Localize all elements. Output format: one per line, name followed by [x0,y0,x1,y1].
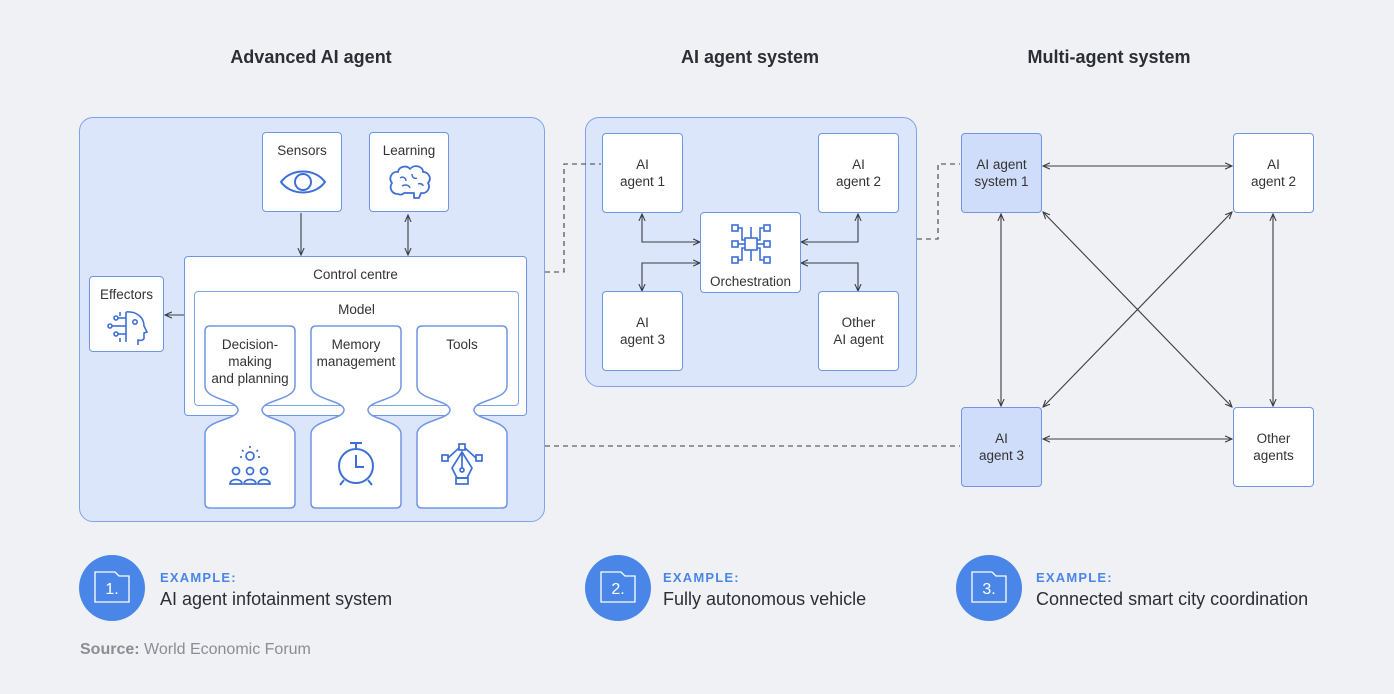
example-1-kicker: EXAMPLE: [160,570,237,585]
decision-making-shape [204,325,296,509]
folder-icon [600,571,636,603]
system-agent-2-label: AI agent 2 [835,157,882,189]
decision-making-label: Decision- making and planning [211,337,289,386]
heading-ai-agent-system: AI agent system [680,47,820,67]
example-1-text: AI agent infotainment system [160,589,393,609]
source-label: Source: [80,641,140,658]
dashed-link-system1 [917,163,960,240]
pen-tool-icon [441,443,483,485]
agent2-agent3-arrow [1043,212,1232,407]
multi-other-agents-box: Other agents [1233,407,1314,487]
multi-agent-3-label: AI agent 3 [978,431,1025,463]
learning-label: Learning [382,143,436,158]
example-2-badge: 2. [585,555,651,621]
multi-agent-2-box: AI agent 2 [1233,133,1314,213]
system-other-agent-label: Other AI agent [833,315,884,347]
example-2-number: 2. [611,581,625,598]
example-1-badge: 1. [79,555,145,621]
system-agent-3-label: AI agent 3 [619,315,666,347]
example-3-badge: 3. [956,555,1022,621]
agent1-orchestration-arrow [642,214,700,242]
system-agent-2-box: AI agent 2 [818,133,899,213]
folder-icon [971,571,1007,603]
dashed-link-agent1 [545,163,601,273]
control-centre-label: Control centre [313,267,398,282]
chip-network-icon [731,224,771,264]
robot-head-icon [107,311,149,345]
eye-icon [279,170,327,194]
learning-box: Learning [369,132,449,212]
source-text: World Economic Forum [139,641,311,658]
folder-icon [94,571,130,603]
heading-advanced-ai-agent: Advanced AI agent [230,47,392,67]
example-3-number: 3. [982,581,996,598]
model-label: Model [338,302,375,317]
example-3-text: Connected smart city coordination [1036,589,1309,609]
example-2-kicker: EXAMPLE: [663,570,740,585]
effectors-box: Effectors [89,276,164,352]
sensors-box: Sensors [262,132,342,212]
effectors-label: Effectors [99,287,154,302]
example-2-text: Fully autonomous vehicle [663,589,867,609]
heading-multi-agent-system: Multi-agent system [1027,47,1191,67]
multi-other-agents-label: Other agents [1253,431,1294,463]
system-agent-1-box: AI agent 1 [602,133,683,213]
system-other-agent-box: Other AI agent [818,291,899,371]
orchestration-label: Orchestration [709,274,792,289]
agent3-orchestration-arrow [642,263,700,291]
brain-icon [389,165,431,199]
multi-system-1-box: AI agent system 1 [961,133,1042,213]
source-note: Source: World Economic Forum [80,641,311,659]
orchestration-box: Orchestration [700,212,801,293]
memory-management-shape [310,325,402,509]
tools-shape [416,325,508,509]
system-agent-1-label: AI agent 1 [619,157,666,189]
example-1-number: 1. [105,581,119,598]
other-orchestration-arrow [801,263,858,291]
sensors-label: Sensors [277,143,327,158]
team-lightbulb-icon [229,446,271,485]
multi-agent-2-label: AI agent 2 [1250,157,1297,189]
tools-label: Tools [446,337,478,352]
system-agent-3-box: AI agent 3 [602,291,683,371]
clock-icon [338,442,374,486]
agent2-orchestration-arrow [801,214,858,242]
memory-management-label: Memory management [316,337,396,369]
multi-system-1-label: AI agent system 1 [974,157,1029,189]
multi-agent-3-box: AI agent 3 [961,407,1042,487]
example-3-kicker: EXAMPLE: [1036,570,1113,585]
